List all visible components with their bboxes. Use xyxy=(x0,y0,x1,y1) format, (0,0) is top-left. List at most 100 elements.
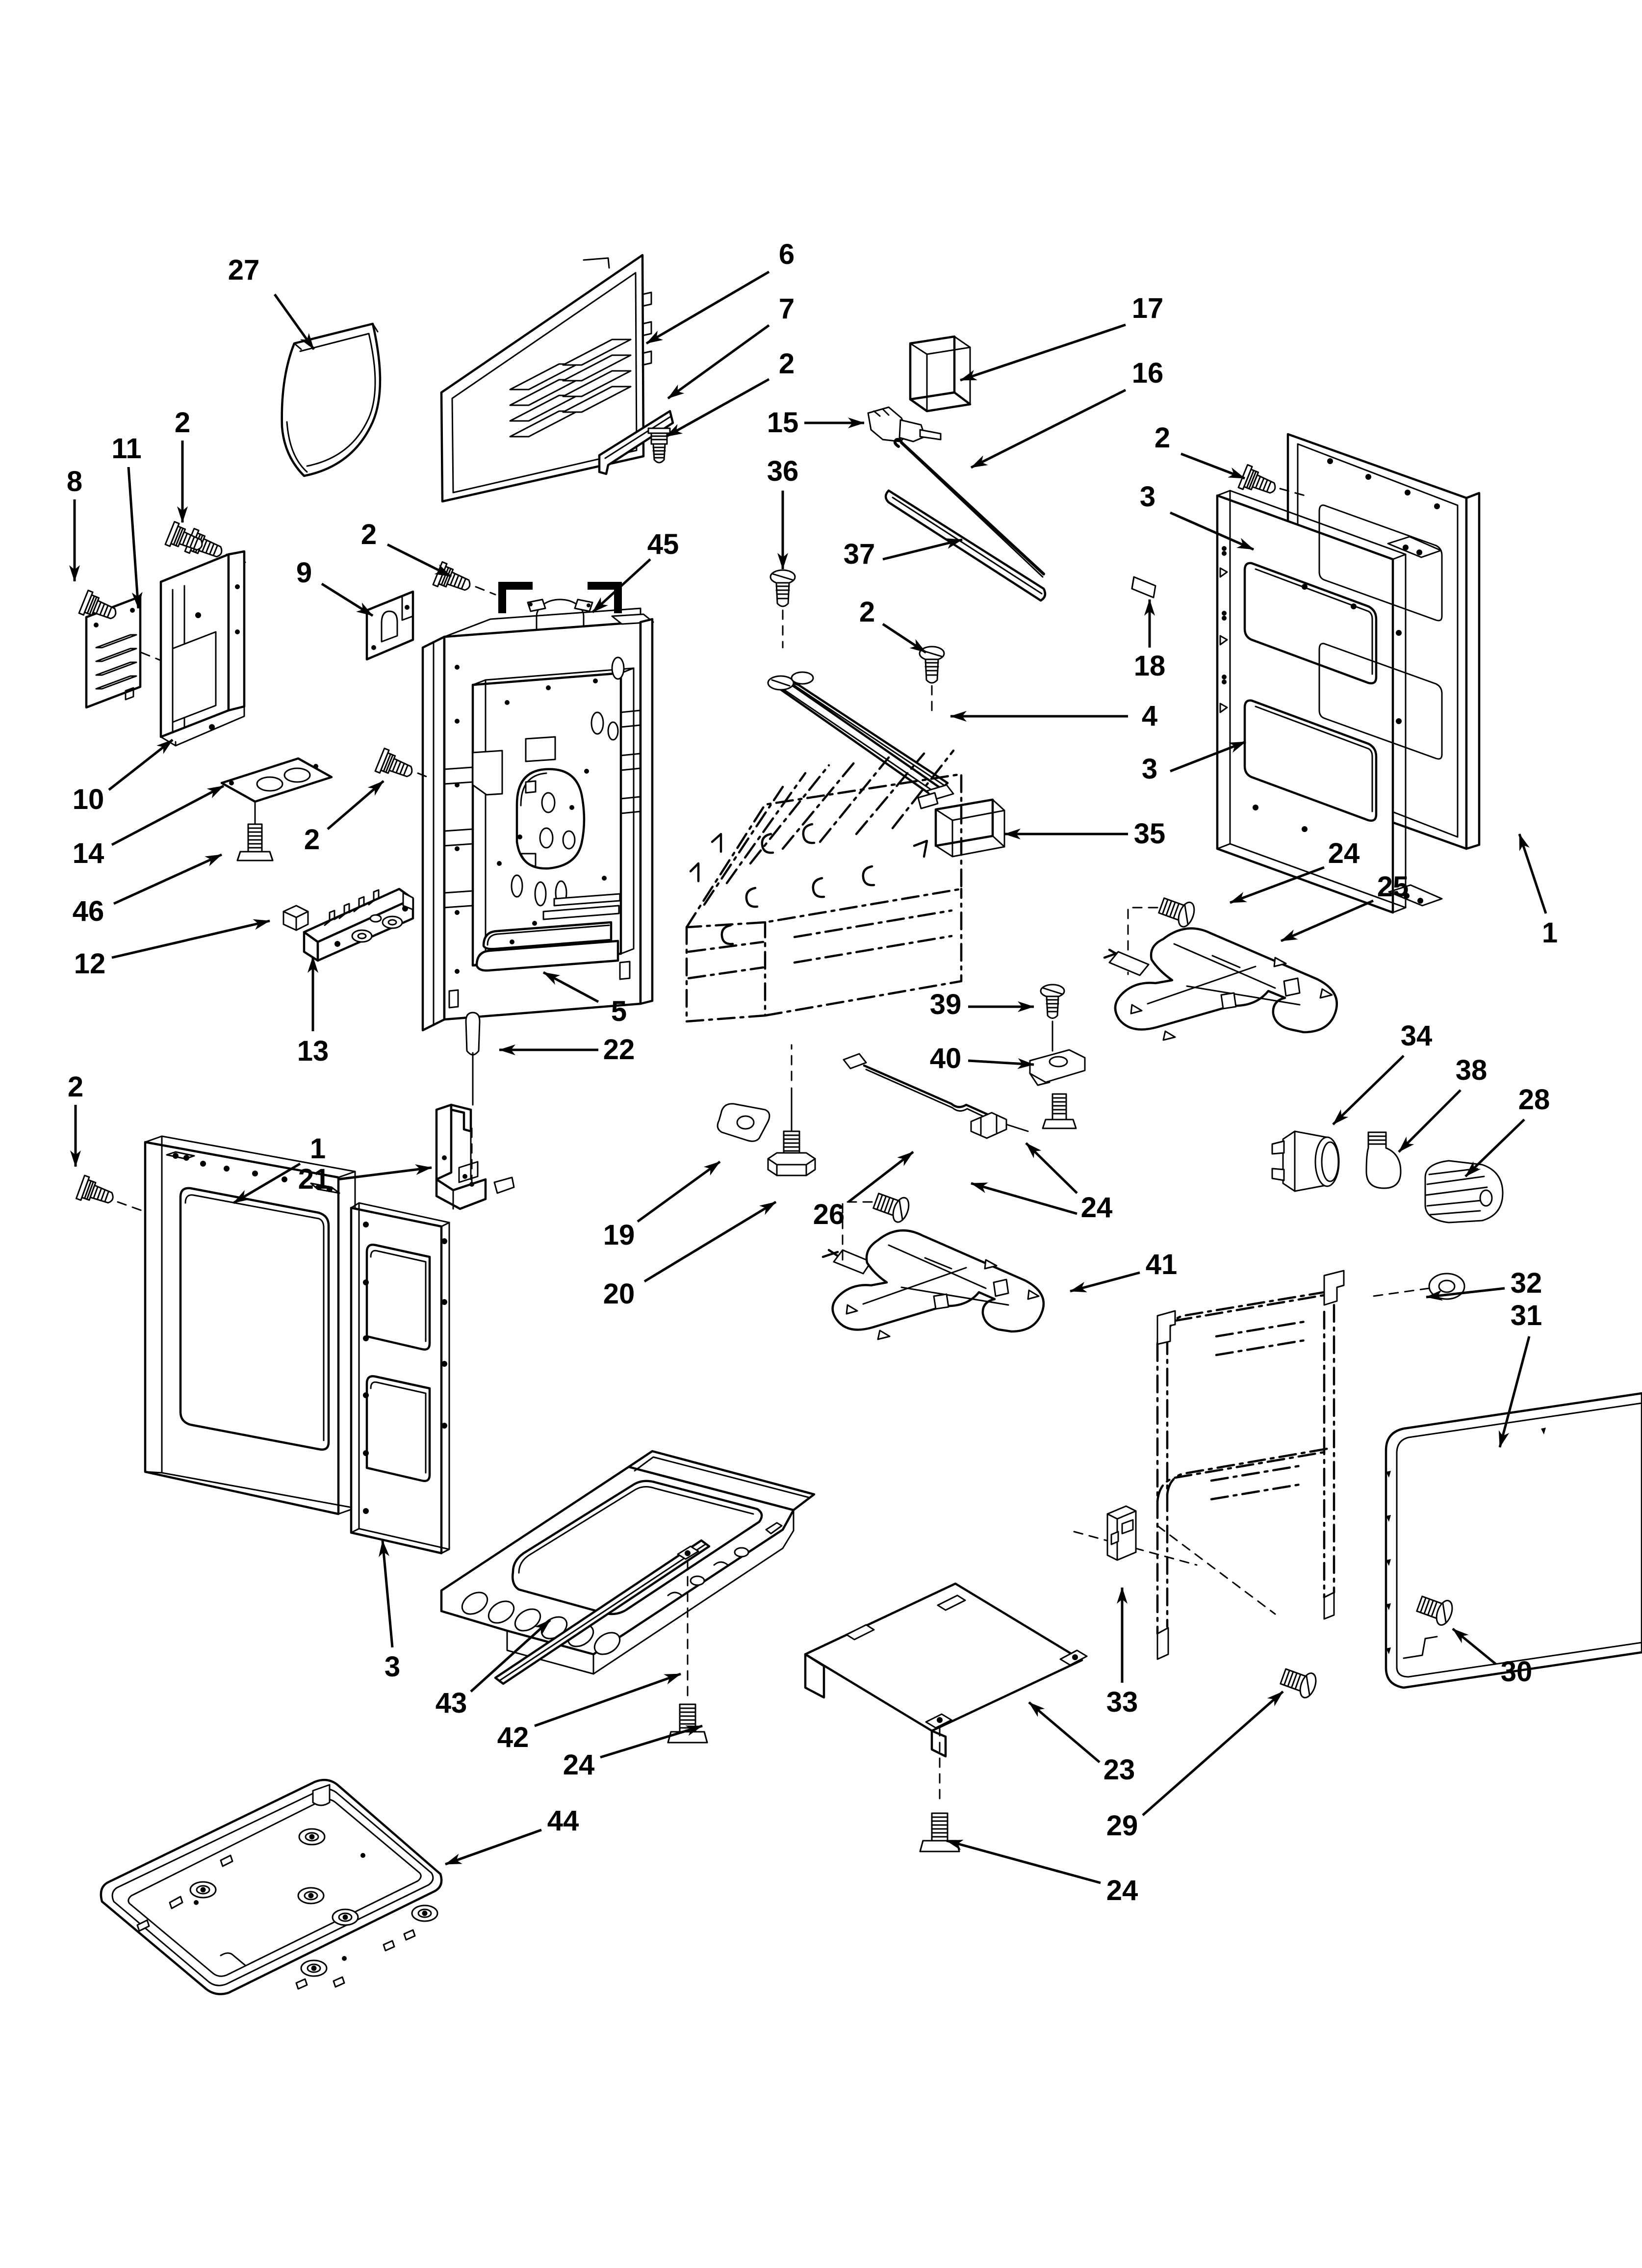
leader-arrow-16 xyxy=(970,389,1127,469)
leader-arrow-24 xyxy=(1025,1142,1078,1194)
leader-arrow-2 xyxy=(386,543,452,578)
callout-19-clip-retainer[interactable]: 19 xyxy=(603,1219,635,1251)
callout-37-tube-insulation[interactable]: 37 xyxy=(843,538,875,570)
callout-29-screw[interactable]: 29 xyxy=(1106,1810,1138,1842)
callout-40-bracket-clip-small[interactable]: 40 xyxy=(929,1043,962,1074)
leader-arrow-25 xyxy=(1281,899,1374,942)
callout-2-screw[interactable]: 2 xyxy=(778,348,795,380)
leader-arrow-24 xyxy=(946,1839,1101,1884)
callout-43-cooktop-assembly[interactable]: 43 xyxy=(435,1687,467,1719)
callout-3-door-inner-panel[interactable]: 3 xyxy=(1139,481,1156,513)
callout-22-leveling-leg-pin[interactable]: 22 xyxy=(603,1034,635,1066)
part-bake-element-25 xyxy=(1103,927,1338,1041)
callout-26-temperature-sensor[interactable]: 26 xyxy=(813,1199,845,1230)
callout-1-oven-door-assembly[interactable]: 1 xyxy=(309,1133,326,1165)
leader-arrow-30 xyxy=(1452,1628,1497,1665)
part-rear-panel xyxy=(440,254,652,503)
part-bottom-panel-44 xyxy=(100,1778,443,1995)
callout-16-wire-harness-ground[interactable]: 16 xyxy=(1131,357,1164,389)
part-leveling-leg-20 xyxy=(767,1044,816,1176)
callout-1-oven-door-assembly[interactable]: 1 xyxy=(1541,917,1558,949)
callout-24-screw[interactable]: 24 xyxy=(1080,1192,1113,1224)
callout-10-control-bracket-housing[interactable]: 10 xyxy=(72,783,104,815)
callout-14-gasket-plate[interactable]: 14 xyxy=(72,837,104,869)
callout-35-access-cover-plate[interactable]: 35 xyxy=(1133,818,1166,850)
callout-3-door-inner-panel[interactable]: 3 xyxy=(1141,753,1158,785)
callout-8-screw[interactable]: 8 xyxy=(66,466,83,497)
callout-42-trim-strip-front[interactable]: 42 xyxy=(497,1721,529,1753)
leader-arrow-24 xyxy=(1230,866,1325,904)
leader-arrow-24 xyxy=(971,1182,1078,1215)
leader-arrow-10 xyxy=(108,739,174,791)
callout-38-oven-light-bulb[interactable]: 38 xyxy=(1455,1054,1488,1086)
callout-36-screw-short[interactable]: 36 xyxy=(767,455,799,487)
callout-24-screw[interactable]: 24 xyxy=(563,1749,595,1781)
part-temperature-sensor-26 xyxy=(843,1053,1029,1139)
leader-arrow-6 xyxy=(645,270,770,345)
callout-27-door-handle-trim[interactable]: 27 xyxy=(228,254,260,286)
part-screw-29 xyxy=(1280,1668,1317,1698)
part-oven-bulb-38 xyxy=(1365,1131,1402,1189)
leader-arrow-34 xyxy=(1332,1055,1405,1125)
callout-5-rear-chassis-panel[interactable]: 5 xyxy=(611,995,627,1027)
leader-arrow-32 xyxy=(1426,1287,1505,1301)
callout-4-hinge-support-bracket[interactable]: 4 xyxy=(1141,700,1158,732)
part-screw-2b xyxy=(1237,464,1306,496)
leader-arrow-2 xyxy=(665,378,770,438)
callout-46-screw-stud[interactable]: 46 xyxy=(72,895,104,927)
callout-9-bracket-flat[interactable]: 9 xyxy=(296,557,312,589)
part-latch-striker-33 xyxy=(1106,1505,1137,1561)
callout-32-grommet-bushing[interactable]: 32 xyxy=(1510,1267,1542,1299)
part-flat-bracket-9 xyxy=(365,590,414,661)
callout-2-screw[interactable]: 2 xyxy=(360,519,377,550)
part-oven-door-left xyxy=(144,1135,450,1555)
leader-arrow-37 xyxy=(882,538,963,561)
part-angle-bracket xyxy=(909,335,972,413)
callout-13-terminal-block[interactable]: 13 xyxy=(297,1035,329,1067)
callout-17-bracket-angle[interactable]: 17 xyxy=(1131,292,1164,324)
part-oven-cavity-phantom xyxy=(1073,1270,1345,1660)
part-oven-door-right xyxy=(1216,433,1481,914)
leader-arrow-24 xyxy=(600,1724,703,1759)
callout-21-hinge-receiver[interactable]: 21 xyxy=(298,1163,330,1195)
callout-45-thermal-limiter-detail[interactable]: 45 xyxy=(647,528,679,560)
callout-2-screw[interactable]: 2 xyxy=(174,407,191,439)
callout-44-bottom-panel[interactable]: 44 xyxy=(547,1805,579,1837)
callout-24-screw[interactable]: 24 xyxy=(1106,1875,1138,1906)
callout-12-nut-hex[interactable]: 12 xyxy=(74,948,106,980)
callout-2-screw[interactable]: 2 xyxy=(304,824,320,856)
part-screw-24b xyxy=(1042,1093,1077,1129)
callout-34-lamp-socket[interactable]: 34 xyxy=(1400,1020,1433,1052)
callout-28-light-lens-cover[interactable]: 28 xyxy=(1518,1084,1550,1116)
callout-20-leveling-leg-assembly[interactable]: 20 xyxy=(603,1278,635,1310)
callout-18-pin-spacer[interactable]: 18 xyxy=(1133,650,1166,682)
part-screw-24e xyxy=(919,1812,960,1852)
callout-31-side-panel-gasket[interactable]: 31 xyxy=(1510,1300,1542,1331)
callout-2-screw[interactable]: 2 xyxy=(67,1071,84,1103)
callout-23-bottom-shield-panel[interactable]: 23 xyxy=(1103,1754,1135,1786)
leader-arrow-7 xyxy=(667,324,770,400)
part-terminal-block-13 xyxy=(303,887,414,962)
leader-arrow-41 xyxy=(1070,1271,1140,1293)
leader-arrow-40 xyxy=(968,1058,1034,1069)
part-insulation-phantom xyxy=(685,749,963,1023)
callout-33-door-latch-striker[interactable]: 33 xyxy=(1106,1686,1138,1718)
leader-arrow-46 xyxy=(113,853,223,905)
callout-30-screw[interactable]: 30 xyxy=(1500,1656,1533,1688)
callout-25-bake-element[interactable]: 25 xyxy=(1377,871,1409,903)
callout-2-screw[interactable]: 2 xyxy=(1154,422,1171,454)
callout-6-rear-panel[interactable]: 6 xyxy=(778,238,795,270)
callout-15-strain-relief[interactable]: 15 xyxy=(767,407,799,439)
callout-3-door-inner-panel[interactable]: 3 xyxy=(384,1651,401,1683)
part-stud-screw-46 xyxy=(236,802,274,861)
callout-7-rear-panel-trim-strip[interactable]: 7 xyxy=(778,293,795,325)
callout-39-screw[interactable]: 39 xyxy=(929,989,962,1020)
callout-24-screw[interactable]: 24 xyxy=(1328,837,1360,869)
part-screw-2top xyxy=(164,521,203,551)
leader-arrow-38 xyxy=(1398,1089,1462,1153)
callout-11-vent-grille-insert[interactable]: 11 xyxy=(111,433,142,465)
callout-41-broil-element[interactable]: 41 xyxy=(1145,1249,1178,1280)
callout-2-screw[interactable]: 2 xyxy=(859,596,875,628)
callout-24-screw[interactable]: 24 xyxy=(1080,1192,1113,1224)
